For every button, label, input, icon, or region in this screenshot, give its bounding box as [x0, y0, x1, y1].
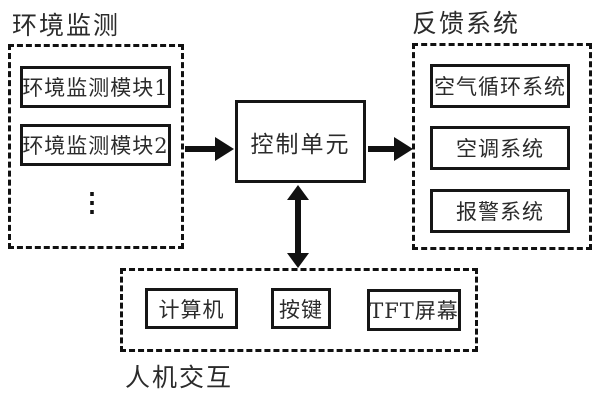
arrow-control-hmi-shaft: [295, 199, 301, 254]
env-module-2: 环境监测模块2: [20, 124, 171, 166]
hmi-group-box: [120, 268, 478, 352]
arrow-env-to-control-shaft: [185, 146, 216, 152]
hmi-group-label: 人机交互: [125, 363, 234, 392]
feedback-module-air-circulation: 空气循环系统: [430, 64, 570, 108]
hmi-module-computer: 计算机: [145, 288, 238, 329]
feedback-group-box: [412, 43, 592, 250]
arrow-control-to-feedback-shaft: [368, 146, 395, 152]
env-group-label: 环境监测: [12, 11, 121, 40]
hmi-module-tft-screen: TFT屏幕: [367, 289, 461, 331]
feedback-module-alarm: 报警系统: [430, 189, 570, 233]
env-ellipsis: ⋮: [79, 188, 105, 218]
feedback-group-label: 反馈系统: [412, 9, 521, 38]
env-module-1: 环境监测模块1: [20, 66, 171, 108]
env-group-box: [8, 44, 184, 249]
arrow-control-hmi-head-up: [287, 185, 309, 200]
arrow-control-hmi-head-down: [287, 253, 309, 268]
feedback-module-air-conditioning: 空调系统: [430, 126, 570, 170]
arrow-env-to-control-head: [215, 137, 234, 161]
hmi-module-keys: 按键: [271, 288, 331, 329]
arrow-control-to-feedback-head: [394, 137, 413, 161]
control-unit-box: 控制单元: [235, 100, 366, 183]
